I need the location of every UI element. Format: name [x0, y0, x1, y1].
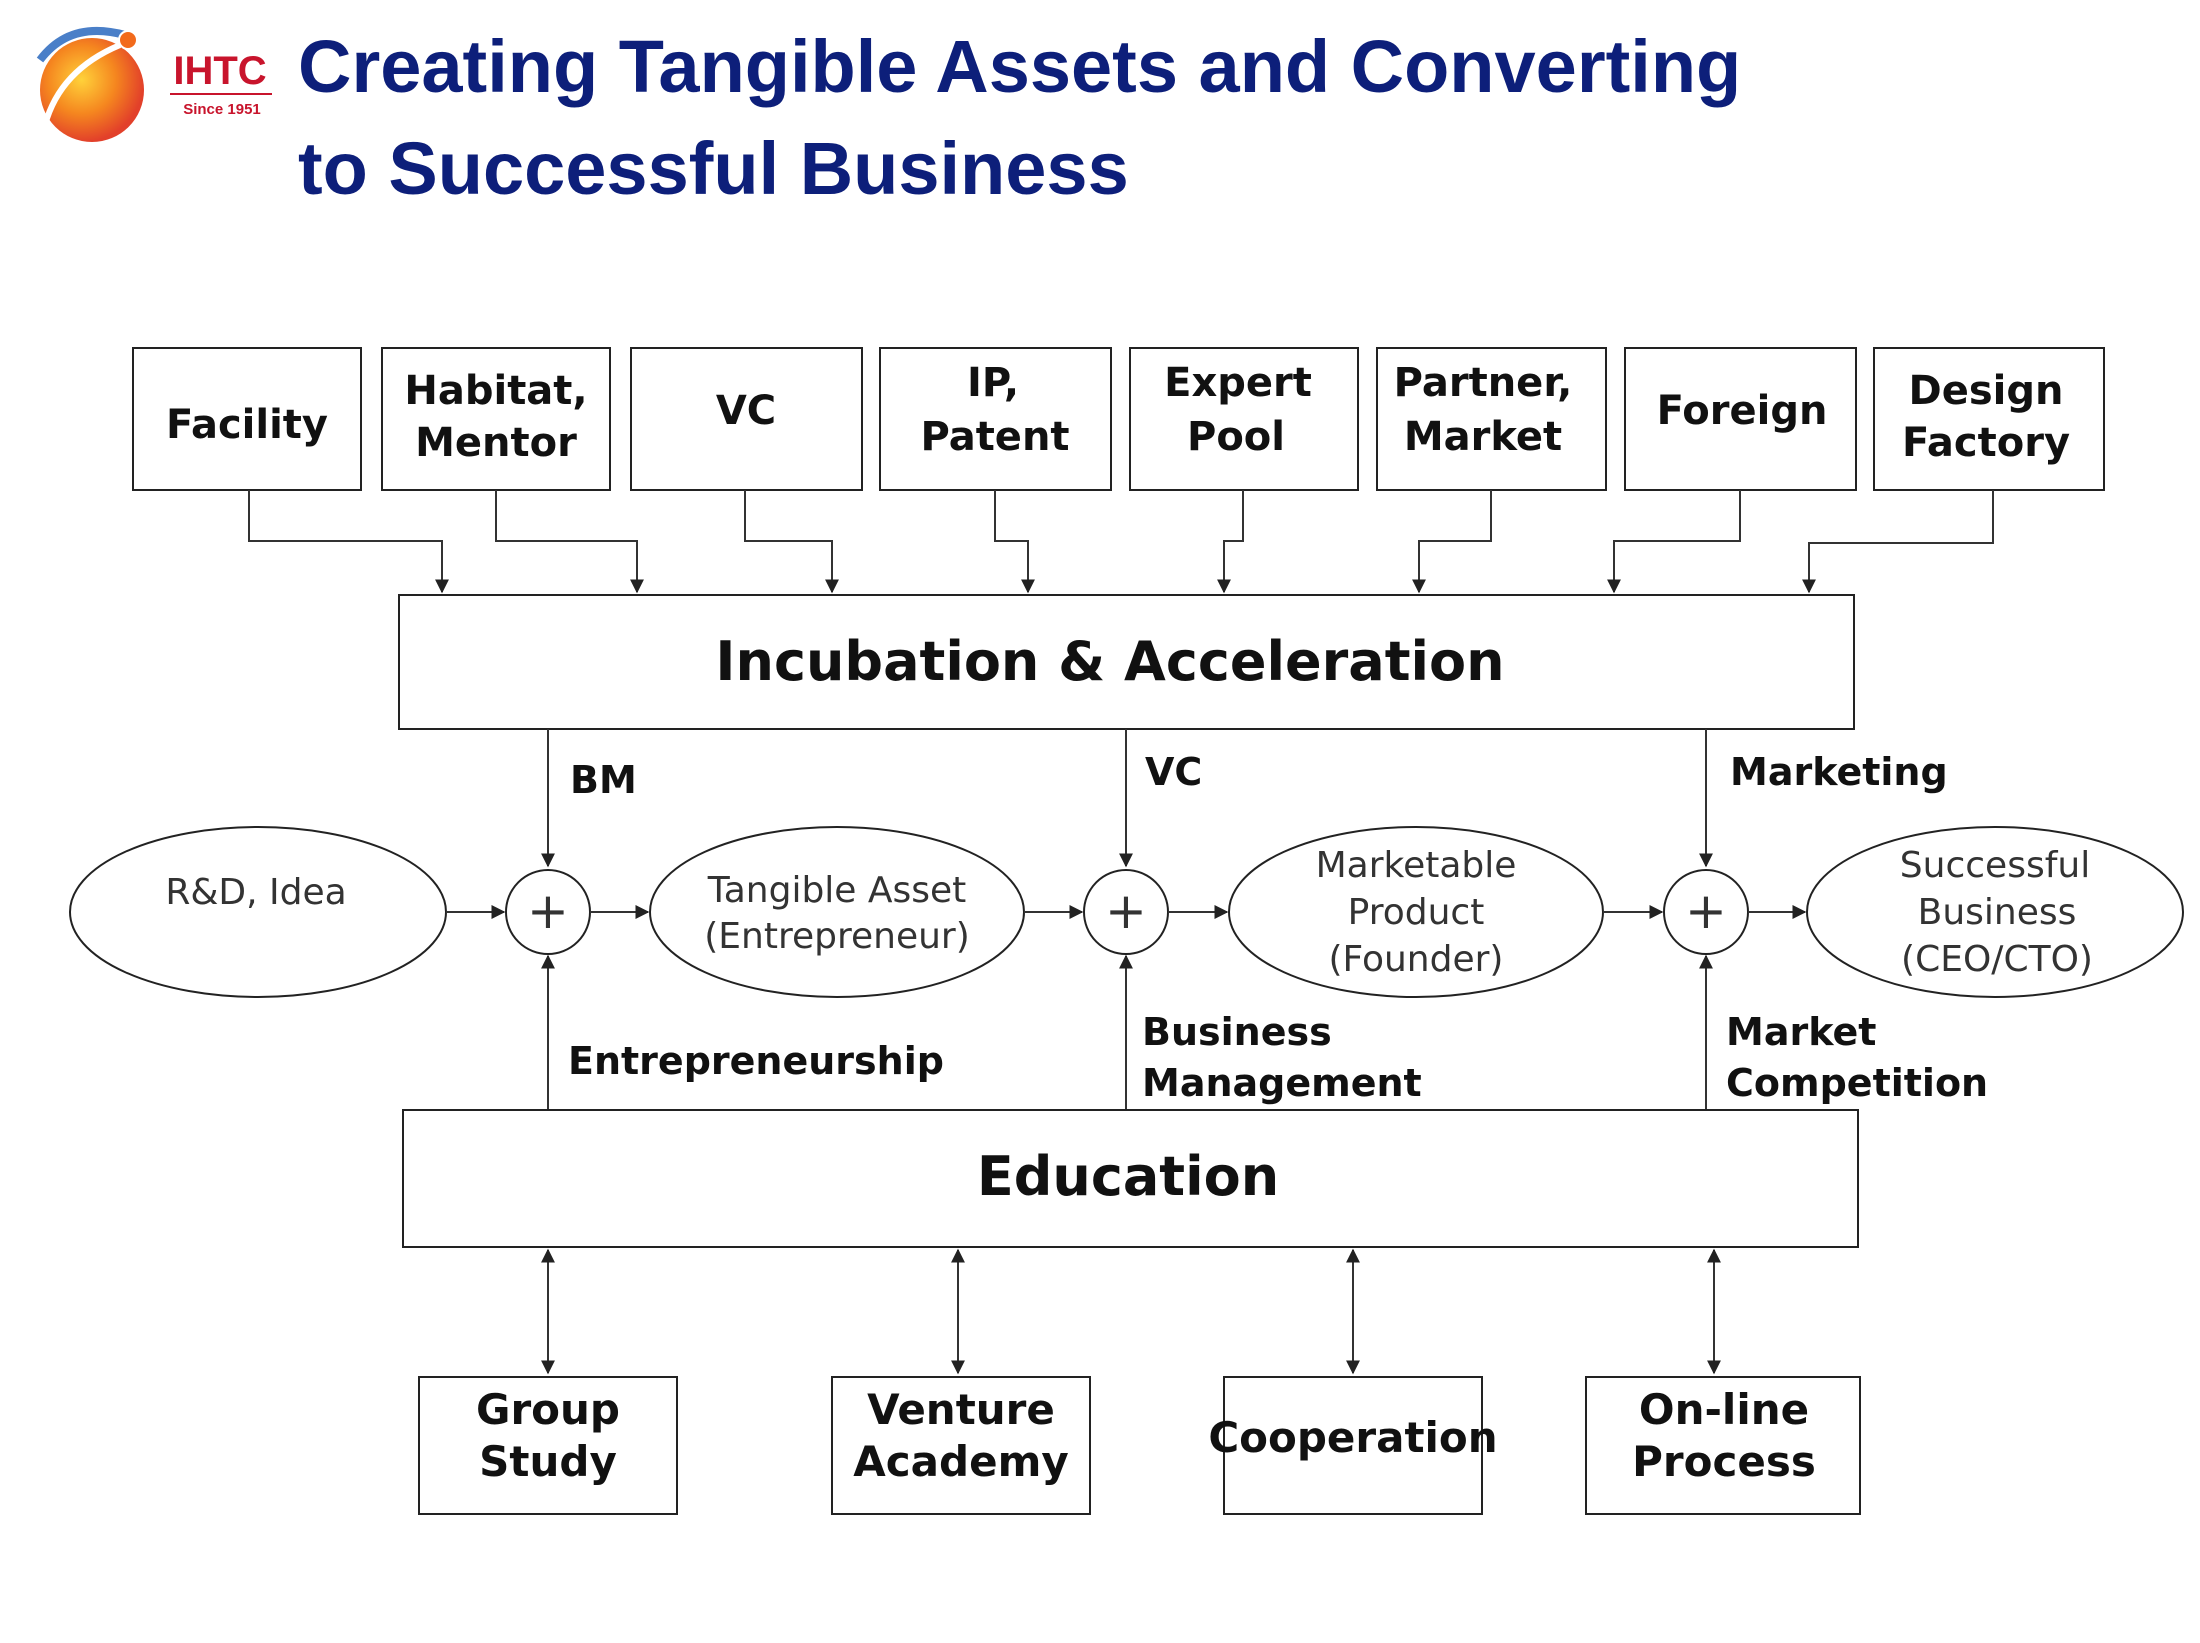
resource-box-foreign: Foreign	[1624, 347, 1857, 491]
plus-icon: +	[1105, 882, 1147, 940]
connector-design	[1802, 490, 1994, 594]
logo-orbit-icon	[42, 42, 122, 126]
plus-icon: +	[1685, 882, 1727, 940]
connector-partner	[1412, 490, 1492, 594]
resource-label: Partner,	[1394, 360, 1573, 406]
input-label-business: Business	[1142, 1010, 1332, 1054]
input-label-management: Management	[1142, 1061, 1422, 1105]
resource-box-partner-market: Partner, Market	[1376, 347, 1607, 491]
stage-label: (Entrepreneur)	[704, 916, 970, 957]
incubation-box: Incubation & Acceleration	[398, 594, 1855, 730]
resource-box-expert-pool: Expert Pool	[1129, 347, 1359, 491]
input-label-marketing: Marketing	[1730, 750, 1948, 794]
sum-node-2: +	[1083, 869, 1169, 955]
stage-label: Business	[1918, 892, 2077, 933]
program-label: Venture	[867, 1385, 1055, 1434]
program-box-group-study: Group Study	[418, 1376, 678, 1515]
ihtc-logo: IHTC Since 1951	[36, 26, 272, 142]
input-label-entrepreneurship: Entrepreneurship	[568, 1039, 944, 1083]
logo-swoosh-icon	[36, 26, 127, 63]
stage-marketable-product: Marketable Product (Founder)	[1228, 826, 1604, 998]
program-label: On-line	[1639, 1385, 1809, 1434]
program-box-venture-academy: Venture Academy	[831, 1376, 1091, 1515]
stage-label: (Founder)	[1329, 939, 1504, 980]
input-label-vc: VC	[1145, 750, 1202, 794]
program-label: Academy	[853, 1437, 1068, 1486]
resource-label: Habitat,	[404, 368, 587, 414]
stage-tangible-asset: Tangible Asset (Entrepreneur)	[649, 826, 1025, 998]
connector-foreign	[1607, 490, 1741, 594]
plus-icon: +	[527, 882, 569, 940]
stage-rnd-idea: R&D, Idea	[69, 826, 447, 998]
input-label-competition: Competition	[1726, 1061, 1988, 1105]
connector-habitat	[495, 490, 644, 594]
incubation-label: Incubation & Acceleration	[715, 630, 1504, 693]
resource-label: Factory	[1902, 420, 2070, 466]
input-label-market: Market	[1726, 1010, 1876, 1054]
resource-label: Design	[1909, 368, 2064, 414]
stage-label: Successful	[1900, 845, 2090, 886]
stage-label: Product	[1348, 892, 1485, 933]
stage-label: Marketable	[1316, 845, 1517, 886]
connector-expert	[1217, 490, 1244, 594]
program-box-online-process: On-line Process	[1585, 1376, 1861, 1515]
resource-box-design-factory: Design Factory	[1873, 347, 2105, 491]
logo-name: IHTC	[173, 49, 266, 93]
resource-label: Market	[1404, 414, 1562, 460]
program-label: Cooperation	[1208, 1413, 1497, 1462]
stage-label: (CEO/CTO)	[1901, 939, 2093, 980]
resource-connectors	[248, 490, 1994, 594]
sum-node-3: +	[1663, 869, 1749, 955]
program-label: Process	[1632, 1437, 1816, 1486]
logo-star-icon	[118, 30, 138, 50]
title-line-1: Creating Tangible Assets and Converting	[298, 25, 1741, 108]
resource-label: Facility	[166, 402, 328, 448]
title-line-2: to Successful Business	[298, 127, 1129, 210]
logo-since: Since 1951	[183, 101, 261, 118]
resource-label: Foreign	[1657, 388, 1828, 434]
resource-label: IP,	[967, 360, 1019, 406]
resource-label: Patent	[920, 414, 1069, 460]
resource-label: VC	[716, 388, 776, 434]
stage-successful-business: Successful Business (CEO/CTO)	[1806, 826, 2184, 998]
resource-label: Expert	[1164, 360, 1312, 406]
program-box-cooperation: Cooperation	[1208, 1376, 1498, 1515]
connector-ip	[994, 490, 1035, 594]
resource-box-ip-patent: IP, Patent	[879, 347, 1112, 491]
stage-label: R&D, Idea	[165, 872, 346, 913]
logo-orb-icon	[40, 38, 144, 142]
stage-label: Tangible Asset	[707, 870, 967, 911]
connector-vc	[744, 490, 839, 594]
resource-box-vc: VC	[630, 347, 863, 491]
program-label: Study	[479, 1437, 617, 1486]
education-box: Education	[402, 1109, 1859, 1248]
education-label: Education	[977, 1145, 1279, 1208]
program-label: Group	[476, 1385, 620, 1434]
resource-label: Mentor	[415, 420, 577, 466]
sum-node-1: +	[505, 869, 591, 955]
resource-box-facility: Facility	[132, 347, 362, 491]
connector-facility	[248, 490, 449, 594]
resource-box-habitat-mentor: Habitat, Mentor	[381, 347, 611, 491]
resource-label: Pool	[1187, 414, 1285, 460]
input-label-bm: BM	[570, 758, 637, 802]
